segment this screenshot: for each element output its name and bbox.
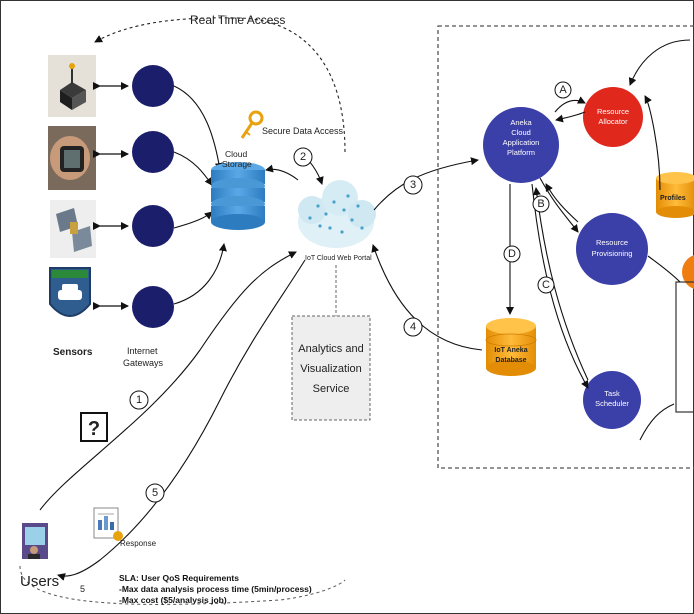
- question-icon: [80, 412, 108, 442]
- vehicle-sensor-icon: [49, 267, 91, 317]
- letter-marker: B: [532, 195, 550, 213]
- aneka-platform-node: [483, 107, 559, 183]
- task-scheduler-node: [583, 371, 641, 429]
- gateways-label-line1: Internet: [127, 346, 158, 356]
- step-marker-plain: 5: [80, 584, 85, 594]
- sensor-gateway-links: [93, 82, 129, 310]
- svg-text:A: A: [559, 84, 567, 96]
- sensor-device-icon: [48, 55, 96, 117]
- gateway-node: [132, 65, 174, 107]
- step-marker: 2: [293, 147, 313, 167]
- cloud-storage-label-line1: Cloud: [225, 149, 247, 159]
- svg-text:Profiles: Profiles: [660, 195, 686, 202]
- step-marker: 3: [403, 175, 423, 195]
- satellite-sensor-icon: [50, 200, 96, 258]
- cloud-storage-label-line2: Storage: [222, 159, 252, 169]
- resource-provisioning-node: [576, 213, 648, 285]
- svg-text:D: D: [508, 248, 516, 260]
- step3-link: [373, 157, 479, 211]
- secure-data-access-label: Secure Data Access: [262, 126, 344, 136]
- svg-text:5: 5: [152, 487, 158, 499]
- svg-text:2: 2: [300, 151, 306, 163]
- real-time-access-arc: [94, 17, 346, 153]
- analytics-label-line2: Visualization: [300, 363, 362, 375]
- sla-title: SLA: User QoS Requirements: [119, 573, 239, 583]
- web-portal-label: IoT Cloud Web Portal: [305, 255, 372, 262]
- svg-text:Database: Database: [495, 357, 526, 364]
- user-computer-icon: [22, 523, 48, 559]
- sla-line-cost: -Max cost ($5/analysis job): [119, 595, 227, 605]
- svg-text:Provisioning: Provisioning: [592, 249, 633, 258]
- step-marker: 1: [129, 390, 149, 410]
- gateway-node: [132, 286, 174, 328]
- svg-text:Application: Application: [503, 138, 540, 147]
- question-mark-text: ?: [88, 418, 100, 440]
- wearable-sensor-icon: [48, 126, 96, 190]
- svg-text:Allocator: Allocator: [598, 117, 628, 126]
- svg-text:Resource: Resource: [597, 107, 629, 116]
- users-label: Users: [20, 573, 59, 590]
- step5-response-link: [57, 259, 306, 581]
- letter-marker: A: [554, 81, 572, 99]
- svg-text:Cloud: Cloud: [511, 128, 531, 137]
- sla-line-time: -Max data analysis process time (5min/pr…: [119, 584, 312, 594]
- step-marker: 4: [403, 317, 423, 337]
- gateway-node: [132, 205, 174, 247]
- profiles-database: [656, 172, 694, 218]
- svg-text:IoT Aneka: IoT Aneka: [494, 347, 527, 354]
- real-time-access-label: Real Time Access: [190, 13, 285, 27]
- sensors-label: Sensors: [53, 347, 93, 358]
- gateway-node: [132, 131, 174, 173]
- key-icon: [240, 110, 264, 139]
- svg-text:4: 4: [410, 321, 416, 333]
- response-label: Response: [120, 539, 157, 548]
- letter-marker: D: [503, 245, 521, 263]
- analytics-label-line1: Analytics and: [298, 343, 363, 355]
- analytics-service-box: [291, 315, 371, 421]
- users-sla-loop: [19, 565, 346, 605]
- gateway-storage-links: [173, 85, 227, 305]
- svg-text:Task: Task: [604, 389, 620, 398]
- svg-text:Resource: Resource: [596, 238, 628, 247]
- portal-storage-link: [265, 164, 299, 181]
- letter-marker: C: [537, 276, 555, 294]
- svg-text:B: B: [537, 198, 544, 210]
- svg-text:C: C: [542, 279, 550, 291]
- iot-aneka-database: [485, 318, 537, 376]
- platform-links: [506, 39, 691, 441]
- gateways-label-line2: Gateways: [123, 358, 164, 368]
- resource-allocator-node: [583, 87, 643, 147]
- cloud-storage-database: [211, 162, 265, 230]
- svg-text:Aneka: Aneka: [510, 118, 532, 127]
- sla-requirements: SLA: User QoS Requirements -Max data ana…: [119, 573, 312, 606]
- iot-cloud-web-portal: [298, 180, 376, 248]
- analytics-label-line3: Service: [313, 383, 350, 395]
- svg-text:Scheduler: Scheduler: [595, 399, 629, 408]
- aneka-platform-boundary: [437, 25, 694, 469]
- step4-link: [371, 244, 483, 351]
- step-marker: 5: [145, 483, 165, 503]
- clipped-orange-node: [682, 255, 694, 289]
- svg-text:1: 1: [136, 394, 142, 406]
- step1-request-link: [39, 251, 297, 511]
- clipped-right-box: [675, 281, 694, 413]
- response-report-icon: [93, 507, 123, 541]
- svg-text:3: 3: [410, 179, 416, 191]
- svg-text:Platform: Platform: [507, 148, 535, 157]
